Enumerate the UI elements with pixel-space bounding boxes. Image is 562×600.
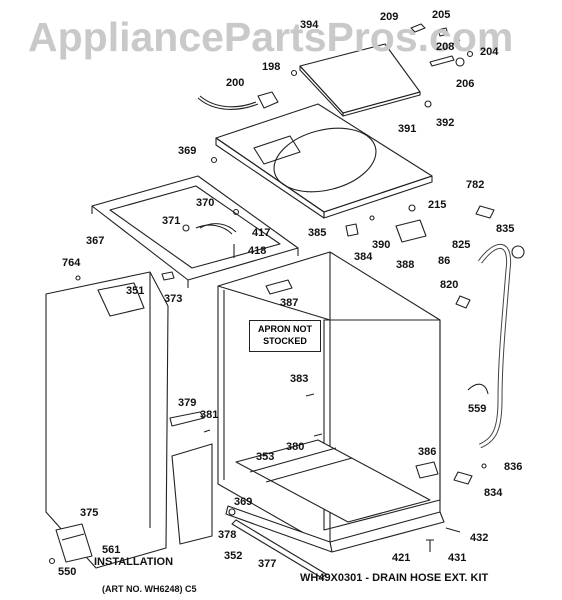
hinge-parts xyxy=(410,23,474,108)
label-373: 373 xyxy=(164,293,183,305)
label-432: 432 xyxy=(470,532,489,544)
label-388: 388 xyxy=(396,259,415,271)
label-385: 385 xyxy=(308,227,327,239)
label-418: 418 xyxy=(248,245,267,257)
label-377: 377 xyxy=(258,558,277,570)
screw-369 xyxy=(210,156,218,164)
label-391: 391 xyxy=(398,123,417,135)
label-386: 386 xyxy=(418,446,437,458)
installation-card-561 xyxy=(55,523,93,563)
label-215: 215 xyxy=(428,199,447,211)
label-561: 561 xyxy=(102,544,121,556)
label-209: 209 xyxy=(380,11,399,23)
lid-394 xyxy=(299,43,421,117)
label-764: 764 xyxy=(62,257,81,269)
part-417 xyxy=(232,208,240,216)
label-381: 381 xyxy=(200,409,219,421)
lower-panel-352 xyxy=(171,443,213,545)
strip-387 xyxy=(265,279,293,295)
label-369-top: 369 xyxy=(178,145,197,157)
front-panel-351 xyxy=(45,271,169,569)
cabinet-frame-367 xyxy=(91,175,299,288)
label-371: 371 xyxy=(162,215,181,227)
label-198: 198 xyxy=(262,61,281,73)
strip-379 xyxy=(169,411,205,427)
rod-370 xyxy=(195,224,233,235)
label-820: 820 xyxy=(440,279,459,291)
part-386 xyxy=(415,461,439,479)
label-206: 206 xyxy=(456,78,475,90)
clamp-835 xyxy=(511,245,525,259)
label-421: 421 xyxy=(392,552,411,564)
label-204: 204 xyxy=(480,46,499,58)
label-375: 375 xyxy=(80,507,99,519)
part-380 xyxy=(313,433,323,437)
controls-388 xyxy=(345,204,427,243)
label-208: 208 xyxy=(436,41,455,53)
screw-550 xyxy=(48,557,56,565)
label-370: 370 xyxy=(196,197,215,209)
label-353: 353 xyxy=(256,451,275,463)
label-550: 550 xyxy=(58,566,77,578)
label-200: 200 xyxy=(226,77,245,89)
label-387: 387 xyxy=(280,297,299,309)
installation-label: INSTALLATION xyxy=(94,556,174,568)
label-383: 383 xyxy=(290,373,309,385)
label-380: 380 xyxy=(286,441,305,453)
label-431: 431 xyxy=(448,552,467,564)
top-panel-391 xyxy=(215,103,433,219)
part-836 xyxy=(481,463,487,469)
part-559 xyxy=(467,383,489,395)
base-pan-421 xyxy=(225,505,445,553)
label-392: 392 xyxy=(436,117,455,129)
watermark: AppliancePartsPros.com xyxy=(28,14,514,60)
part-834 xyxy=(453,471,473,485)
apron-note-line1: APRON NOT xyxy=(258,324,312,334)
part-373 xyxy=(161,271,175,281)
label-384: 384 xyxy=(354,251,373,263)
wire-harness-200 xyxy=(197,91,279,110)
label-394: 394 xyxy=(300,19,319,31)
apron-note-line2: STOCKED xyxy=(263,336,307,346)
label-352: 352 xyxy=(224,550,243,562)
label-86: 86 xyxy=(438,255,451,267)
label-835: 835 xyxy=(496,223,515,235)
part-764 xyxy=(75,275,81,281)
label-378: 378 xyxy=(218,529,237,541)
part-378 xyxy=(228,508,236,516)
label-836: 836 xyxy=(504,461,523,473)
label-205: 205 xyxy=(432,9,451,21)
art-number: (ART NO. WH6248) C5 xyxy=(102,584,197,594)
drain-hose-kit-note: WH49X0301 - DRAIN HOSE EXT. KIT xyxy=(300,572,489,584)
base-353 xyxy=(235,439,431,523)
part-432 xyxy=(445,527,461,533)
part-383 xyxy=(305,393,315,397)
label-369-bottom: 369 xyxy=(234,496,253,508)
label-782: 782 xyxy=(466,179,485,191)
part-782 xyxy=(475,205,495,219)
part-381 xyxy=(203,429,211,433)
screw-431 xyxy=(426,539,434,552)
apron-note: APRON NOT STOCKED xyxy=(249,320,321,352)
rail-377 xyxy=(231,519,327,579)
label-379: 379 xyxy=(178,397,197,409)
label-825: 825 xyxy=(452,239,471,251)
label-834: 834 xyxy=(484,487,503,499)
part-371 xyxy=(182,224,190,232)
label-367: 367 xyxy=(86,235,105,247)
label-417: 417 xyxy=(252,227,271,239)
drain-hose-825 xyxy=(477,243,512,449)
part-198-dot xyxy=(290,69,298,77)
label-559: 559 xyxy=(468,403,487,415)
label-351: 351 xyxy=(126,285,145,297)
part-820 xyxy=(455,295,471,309)
label-390: 390 xyxy=(372,239,391,251)
